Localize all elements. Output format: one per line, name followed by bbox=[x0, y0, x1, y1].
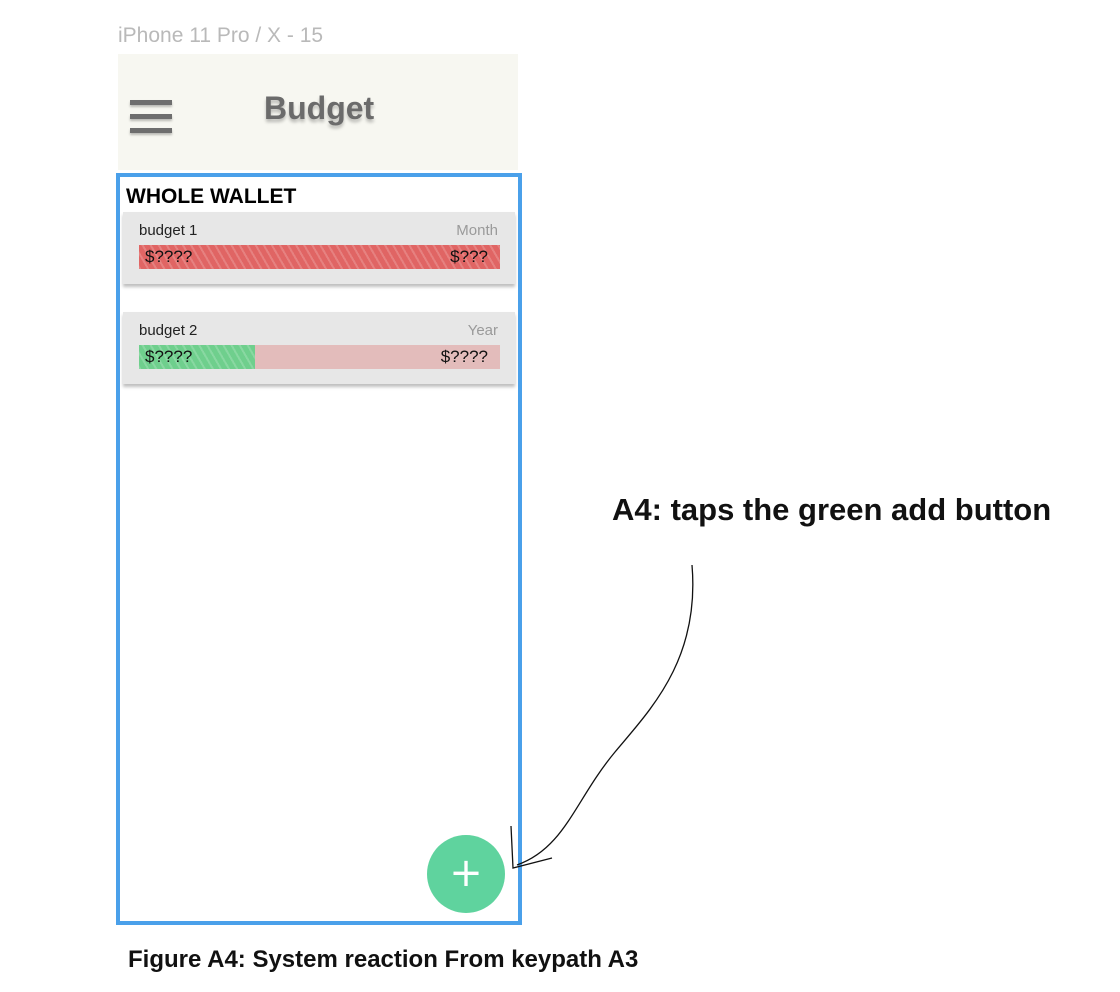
budget-card[interactable]: budget 1 Month $???? $??? bbox=[123, 212, 515, 284]
budget-progress-bar: $???? $??? bbox=[139, 245, 500, 269]
budget-spent: $???? bbox=[145, 247, 193, 266]
add-budget-button[interactable]: + bbox=[427, 835, 505, 913]
budget-card[interactable]: budget 2 Year $???? $???? bbox=[123, 312, 515, 384]
budget-name: budget 1 bbox=[139, 222, 198, 239]
plus-icon: + bbox=[449, 850, 483, 896]
app-header: Budget bbox=[118, 54, 518, 170]
figure-caption: Figure A4: System reaction From keypath … bbox=[128, 946, 639, 973]
frame-label: iPhone 11 Pro / X - 15 bbox=[118, 24, 324, 47]
budget-period: Year bbox=[467, 322, 498, 339]
page-title: Budget bbox=[264, 90, 375, 126]
budget-limit: $???? bbox=[440, 347, 488, 366]
annotation-text: A4: taps the green add button bbox=[612, 492, 1052, 527]
wallet-section-title: WHOLE WALLET bbox=[126, 185, 297, 208]
wallet-panel: WHOLE WALLET budget 1 Month $???? $??? b… bbox=[116, 173, 522, 925]
budget-limit: $??? bbox=[450, 247, 488, 266]
budget-progress-fill bbox=[139, 245, 500, 269]
budget-progress-bar: $???? $???? bbox=[139, 345, 500, 369]
budget-name: budget 2 bbox=[139, 322, 198, 339]
budget-period: Month bbox=[456, 222, 498, 239]
budget-progress-fill bbox=[139, 345, 255, 369]
hamburger-menu-icon[interactable] bbox=[130, 100, 172, 134]
budget-spent: $???? bbox=[145, 347, 193, 366]
